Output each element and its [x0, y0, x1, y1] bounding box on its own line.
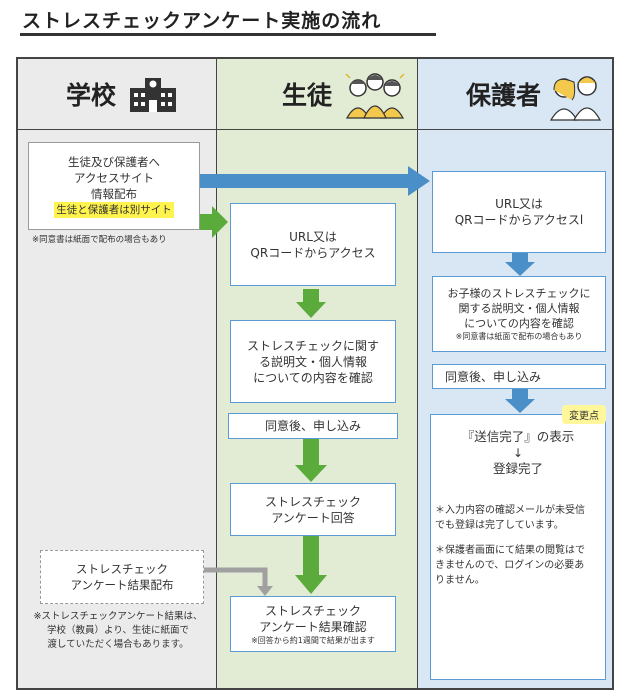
parent-complete-line2: 登録完了: [492, 461, 543, 476]
student-confirm-line1: ストレスチェック: [264, 603, 361, 618]
student-access-box: URL又は QRコードからアクセス: [230, 203, 396, 286]
title-underline: [20, 33, 436, 36]
student-agree-label: 同意後、申し込み: [264, 419, 361, 433]
school-info-box: 生徒及び保護者へ アクセスサイト 情報配布 生徒と保護者は別サイト: [28, 142, 200, 230]
change-badge: 変更点: [562, 405, 606, 424]
parent-explain-line1: お子様のストレスチェックに: [447, 287, 591, 300]
student-confirm-box: ストレスチェック アンケート結果確認 ※回答から約1週間で結果が出ます: [230, 596, 396, 652]
school-info-line3: 情報配布: [91, 187, 137, 201]
parent-note2-line3: りません。: [435, 575, 485, 586]
school-info-line2: アクセスサイト: [74, 171, 154, 185]
flow-frame: [16, 57, 614, 690]
student-header-label: 生徒: [282, 81, 333, 110]
school-result-note-line1: ※ストレスチェックアンケート結果は、: [33, 611, 203, 622]
arrow-student-3: [295, 536, 327, 594]
school-info-line1: 生徒及び保護者へ: [68, 155, 160, 169]
arrow-student-2: [295, 439, 327, 482]
student-confirm-line2: アンケート結果確認: [259, 619, 367, 634]
arrow-school-to-parent: [200, 166, 430, 196]
student-agree-box: 同意後、申し込み: [228, 413, 398, 439]
school-result-note-line3: 渡していただく場合もあります。: [47, 639, 189, 650]
parent-access-line1: URL又は: [495, 197, 543, 211]
school-result-line2: アンケート結果配布: [70, 578, 174, 592]
parent-note2-line2: きませんので、ログインの必要あ: [435, 560, 585, 571]
student-confirm-note: ※回答から約1週間で結果が出ます: [251, 635, 375, 645]
school-header: 学校: [66, 59, 178, 129]
student-explain-box: ストレスチェックに関す る説明文・個人情報 についての内容を確認: [230, 320, 396, 403]
school-result-note: ※ストレスチェックアンケート結果は、 学校（教員）より、生徒に紙面で 渡していた…: [20, 610, 216, 652]
parent-complete-notes: ＊入力内容の確認メールが未受信 でも登録は完了しています。 ＊保護者画面にて結果…: [431, 503, 605, 588]
parents-icon: [549, 76, 602, 121]
school-info-note: ※同意書は紙面で配布の場合もあり: [32, 235, 167, 245]
parent-explain-line2: 関する説明文・個人情報: [458, 302, 580, 315]
parent-access-box: URL又は QRコードからアクセスl: [432, 171, 606, 253]
students-group-icon: [345, 73, 405, 119]
arrow-result-distribution: [204, 567, 268, 588]
parent-explain-box: お子様のストレスチェックに 関する説明文・個人情報 についての内容を確認 ※同意…: [432, 276, 606, 352]
school-header-label: 学校: [66, 81, 117, 110]
student-explain-line2: る説明文・個人情報: [258, 354, 367, 369]
parent-explain-line3: についての内容を確認: [464, 317, 574, 330]
parent-note1-line2: でも登録は完了しています。: [435, 520, 564, 531]
student-answer-line2: アンケート回答: [271, 510, 355, 525]
arrow-parent-1: [505, 253, 535, 276]
parent-agree-label: 同意後、申し込み: [445, 369, 542, 384]
student-answer-box: ストレスチェック アンケート回答: [230, 483, 396, 536]
parent-complete-box: 『送信完了』の表示 ↓ 登録完了 ＊入力内容の確認メールが未受信 でも登録は完了…: [430, 414, 606, 680]
parent-access-line2: QRコードからアクセスl: [454, 213, 584, 227]
header-separator: [18, 129, 612, 130]
student-access-line2: QRコードからアクセス: [250, 245, 376, 260]
school-result-box: ストレスチェック アンケート結果配布: [40, 550, 204, 604]
school-info-highlight: 生徒と保護者は別サイト: [54, 202, 174, 218]
parent-explain-note: ※同意書は紙面で配布の場合もあり: [455, 332, 583, 341]
parent-header: 保護者: [466, 59, 603, 129]
parent-complete-line1: 『送信完了』の表示: [461, 429, 575, 444]
parent-header-label: 保護者: [466, 81, 542, 110]
arrow-school-to-student: [196, 206, 228, 238]
parent-note1-line1: ＊入力内容の確認メールが未受信: [435, 505, 585, 516]
parent-complete-down-arrow: ↓: [512, 446, 524, 460]
student-answer-line1: ストレスチェック: [264, 494, 361, 509]
arrow-parent-2: [505, 389, 535, 413]
school-result-note-line2: 学校（教員）より、生徒に紙面で: [47, 625, 189, 636]
arrow-student-1: [296, 289, 326, 318]
page-title: ストレスチェックアンケート実施の流れ: [22, 10, 382, 32]
student-header: 生徒: [282, 59, 408, 129]
parent-agree-box: 同意後、申し込み: [432, 364, 606, 389]
student-explain-line3: についての内容を確認: [253, 370, 373, 385]
school-building-icon: [130, 78, 177, 112]
school-result-line1: ストレスチェック: [76, 562, 168, 576]
student-explain-line1: ストレスチェックに関す: [246, 338, 379, 353]
student-access-line1: URL又は: [289, 229, 337, 244]
parent-note2-line1: ＊保護者画面にて結果の閲覧はで: [435, 545, 585, 556]
